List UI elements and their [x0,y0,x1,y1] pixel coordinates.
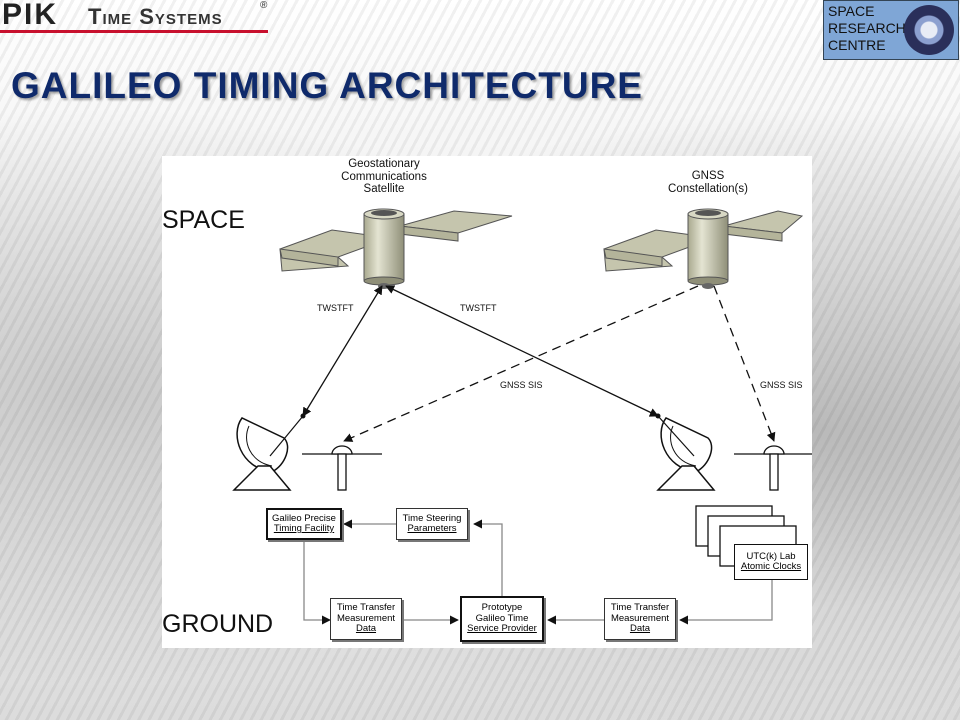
prototype-service-provider-box: Prototype Galileo Time Service Provider [460,596,544,642]
section-label-space: SPACE [162,206,245,234]
gnss-satellite-icon [603,208,804,289]
twstft-link-right [385,285,659,417]
logo-src-line: SPACE [828,3,875,19]
box-line: Time Steering [402,512,462,524]
section-label-ground: GROUND [162,610,274,638]
logo-underline [0,30,268,33]
geo-label-line: Satellite [363,183,405,195]
box-line: UTC(k) Lab [746,550,796,562]
satellite-dish-right-icon [656,415,716,491]
space-research-centre-logo: SPACE RESEARCH CENTRE [823,0,959,60]
box-line: Time Transfer [610,602,670,614]
box-line: Parameters [407,523,457,534]
box-line: Prototype [481,602,523,614]
time-steering-parameters-box: Time Steering Parameters [396,508,468,540]
twstft-link-left [302,285,383,417]
logo-src-line: RESEARCH [828,20,906,36]
gnss-sis-link-center [343,285,699,442]
ttmd-right-box: Time Transfer Measurement Data [604,598,676,640]
box-line: Galileo Time [475,612,529,624]
gnss-sis-label-right: GNSS SIS [760,380,803,390]
geo-label-line: Communications [341,170,427,183]
logo-src-line: CENTRE [828,37,886,53]
twstft-label-left: TWSTFT [317,303,354,313]
box-line: Service Provider [467,623,537,635]
pik-time-systems-logo: PIK Time Systems ® [0,0,272,38]
satellite-dish-left-icon [232,415,304,491]
box-line: Measurement [336,612,396,624]
gnss-receiver-left-icon [302,445,382,491]
box-line: Atomic Clocks [740,561,802,572]
box-line: Time Transfer [336,602,396,614]
gnss-sis-label-center: GNSS SIS [500,380,543,390]
box-line: Galileo Precise [272,512,336,524]
utc-lab-atomic-clocks-box: UTC(k) Lab Atomic Clocks [734,544,808,580]
seal-icon [904,5,954,55]
box-line: Measurement [610,612,670,624]
logo-src-text: SPACE RESEARCH CENTRE [828,3,906,54]
geo-satellite-icon [279,208,513,289]
precise-timing-facility-box: Galileo Precise Timing Facility [266,508,342,540]
slide-title: Galileo Timing Architecture [11,65,643,106]
logo-pik-subtitle: Time Systems [88,4,223,29]
gnss-constellation-label: GNSS Constellation(s) [658,170,758,195]
diagram-graphics [232,208,812,625]
geo-satellite-label: Geostationary Communications Satellite [334,158,434,196]
timing-architecture-diagram: SPACE GROUND Geostationary Communication… [162,156,812,648]
logo-pik-name: PIK [2,0,59,31]
gnss-label-line: Constellation(s) [668,182,748,195]
twstft-label-right: TWSTFT [460,303,497,313]
gnss-label-line: GNSS [691,170,725,182]
ttmd-left-box: Time Transfer Measurement Data [330,598,402,640]
gnss-receiver-right-icon [734,445,812,491]
ground-flow-connectors [303,519,773,625]
box-line: Data [355,623,377,635]
gnss-sis-link-right [713,285,776,442]
logo-registered-mark: ® [260,0,268,11]
box-line: Timing Facility [273,523,335,534]
geo-label-line: Geostationary [348,158,420,170]
box-line: Data [629,623,651,635]
